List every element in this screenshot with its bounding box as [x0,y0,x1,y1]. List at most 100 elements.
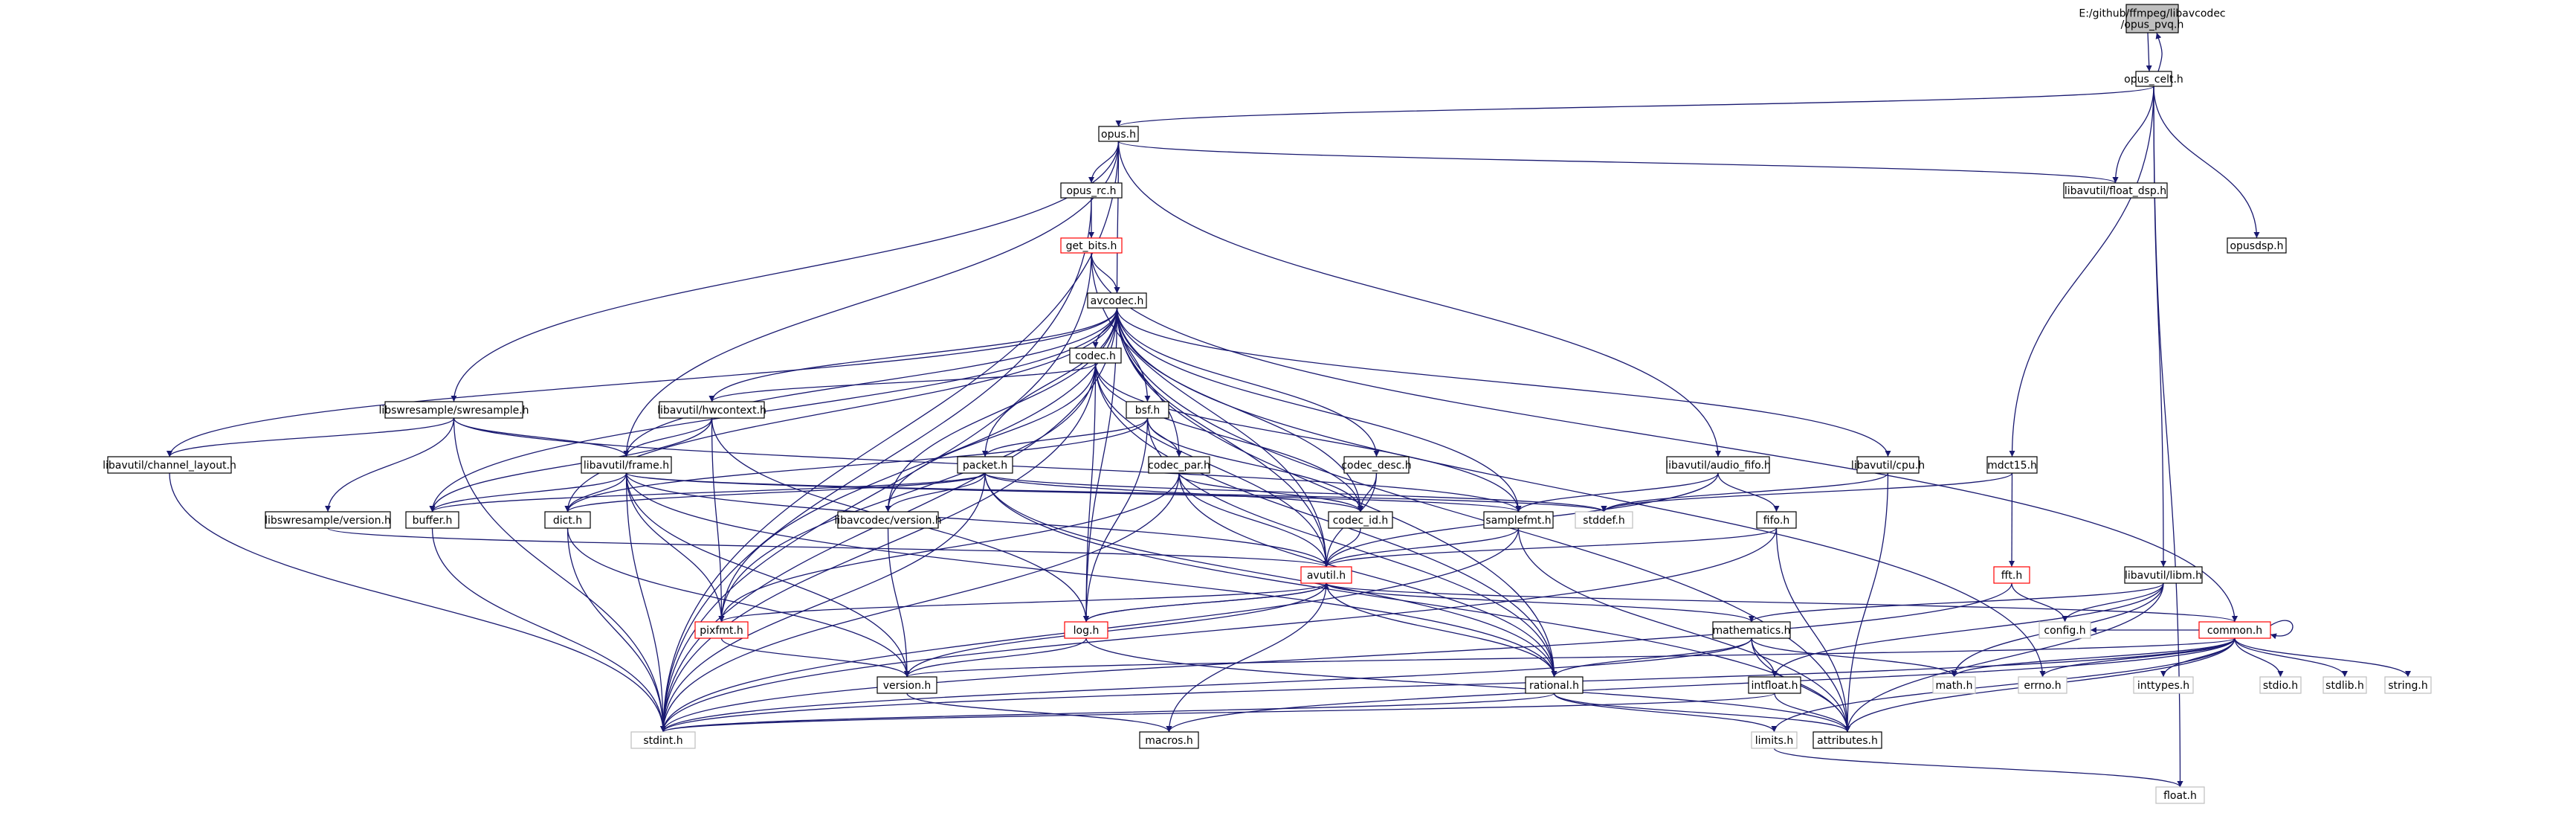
node-hwcontext-label: libavutil/hwcontext.h [657,405,766,417]
node-lc_version-box [837,511,939,529]
node-root: E:/github/ffmpeg/libavcodec/opus_pvq.h [2079,4,2226,33]
node-stdio-label: stdio.h [2263,680,2298,692]
node-swresample-label: libswresample/swresample.h [378,405,529,417]
node-avutil[interactable]: avutil.h [1300,566,1352,584]
node-stddef: stddef.h [1575,511,1633,529]
node-frame[interactable]: libavutil/frame.h [581,456,672,474]
node-dict[interactable]: dict.h [544,511,591,529]
nodes-layer: E:/github/ffmpeg/libavcodec/opus_pvq.hop… [103,4,2432,804]
node-opus_celt-label: opus_celt.h [2124,74,2183,86]
edge-codec_par-to-avutil [1178,472,1329,568]
node-pixfmt[interactable]: pixfmt.h [694,621,749,639]
node-stdio-box [2259,676,2302,694]
edge-mathematics-to-intfloat [1751,637,1778,678]
edge-packet-to-dict [564,472,986,513]
edge-rational-to-attributes [1553,693,1850,733]
edge-fft-to-config [2011,582,2068,623]
node-lc_version-label: libavcodec/version.h [834,515,941,527]
node-get_bits[interactable]: get_bits.h [1060,237,1123,254]
node-codec_desc[interactable]: codec_desc.h [1341,456,1412,474]
edge-fifo-to-stdint [660,527,1778,733]
edge-opus_celt-to-libm [2153,86,2166,568]
node-libm-box [2124,566,2203,584]
node-inttypes-box [2133,676,2194,694]
edge-rational-to-stdint [660,693,1555,733]
node-pixfmt-label: pixfmt.h [700,625,743,637]
edge-log-to-version [904,637,1087,678]
node-common[interactable]: common.h [2198,621,2271,639]
node-attributes[interactable]: attributes.h [1812,731,1882,749]
node-config-label: config.h [2044,625,2085,637]
node-bsf-box [1126,401,1169,419]
node-audio_fifo[interactable]: libavutil/audio_fifo.h [1665,456,1771,474]
node-buffer[interactable]: buffer.h [405,511,459,529]
edge-avcodec-to-log [1083,307,1118,623]
edge-bsf-to-packet [982,417,1149,457]
node-mdct15[interactable]: mdct15.h [1986,456,2038,474]
node-bsf-label: bsf.h [1135,405,1160,417]
node-rational[interactable]: rational.h [1525,676,1584,694]
edge-common-to-stdio [2234,637,2284,678]
node-log-label: log.h [1074,625,1100,637]
node-intfloat[interactable]: intfloat.h [1748,676,1801,694]
node-mathematics[interactable]: mathematics.h [1712,621,1791,639]
node-string-box [2384,676,2432,694]
edge-dict-to-version [566,527,910,678]
node-version[interactable]: version.h [877,676,937,694]
node-limits-label: limits.h [1755,735,1793,747]
node-cpu-box [1856,456,1920,474]
node-fifo[interactable]: fifo.h [1756,511,1797,529]
edge-codec-to-samplefmt [1094,362,1522,513]
edge-common-to-string [2234,637,2411,678]
node-opus_rc[interactable]: opus_rc.h [1060,182,1123,199]
edge-packet-to-buffer [429,472,986,513]
edge-version-to-macros [906,693,1172,733]
edge-opus_celt-to-float [2153,86,2183,788]
edge-opus_celt-to-root [2155,32,2163,72]
node-stdio: stdio.h [2259,676,2302,694]
node-packet[interactable]: packet.h [957,456,1013,474]
node-opus[interactable]: opus.h [1098,126,1139,142]
node-opus-label: opus.h [1101,129,1136,141]
node-root-label: /opus_pvq.h [2121,19,2184,31]
node-fft[interactable]: fft.h [1993,566,2030,584]
node-codec_desc-label: codec_desc.h [1341,460,1411,472]
edge-frame-to-pixfmt [625,472,725,623]
edge-mathematics-to-stdint [660,637,1752,733]
node-codec_par[interactable]: codec_par.h [1148,456,1210,474]
node-macros[interactable]: macros.h [1139,731,1199,749]
node-avcodec[interactable]: avcodec.h [1087,292,1147,309]
edge-avutil-to-rational [1326,582,1557,678]
node-math: math.h [1932,676,1976,694]
node-codec[interactable]: codec.h [1069,347,1122,364]
node-channel_layout[interactable]: libavutil/channel_layout.h [103,456,236,474]
edge-libm-to-intfloat [1772,582,2164,678]
node-codec_id[interactable]: codec_id.h [1328,511,1393,529]
edge-bsf-to-log [1083,417,1149,623]
node-codec_id-label: codec_id.h [1333,515,1389,527]
edge-packet-to-rational [984,472,1557,678]
edge-avutil-to-macros [1166,582,1327,733]
node-hwcontext[interactable]: libavutil/hwcontext.h [657,401,766,419]
node-samplefmt[interactable]: samplefmt.h [1483,511,1554,529]
node-codec-label: codec.h [1075,350,1116,362]
node-libm[interactable]: libavutil/libm.h [2124,566,2203,584]
node-stdlib-box [2322,676,2367,694]
node-cpu[interactable]: libavutil/cpu.h [1851,456,1925,474]
node-opus_celt[interactable]: opus_celt.h [2124,71,2183,87]
node-hwcontext-box [659,401,765,419]
node-sw_version[interactable]: libswresample/version.h [265,511,391,529]
edge-bsf-to-codec_id [1146,417,1363,513]
node-opusdsp[interactable]: opusdsp.h [2227,237,2287,254]
node-opus_celt-box [2135,71,2172,87]
node-swresample[interactable]: libswresample/swresample.h [378,401,529,419]
edge-avutil-to-version [904,582,1327,678]
node-float_dsp[interactable]: libavutil/float_dsp.h [2063,182,2168,199]
edge-avcodec-to-codec_desc [1116,307,1380,457]
node-log[interactable]: log.h [1064,621,1108,639]
node-lc_version[interactable]: libavcodec/version.h [834,511,942,529]
node-bsf[interactable]: bsf.h [1126,401,1169,419]
node-log-box [1064,621,1108,639]
edges-layer [167,32,2411,788]
node-opusdsp-label: opusdsp.h [2230,240,2283,252]
